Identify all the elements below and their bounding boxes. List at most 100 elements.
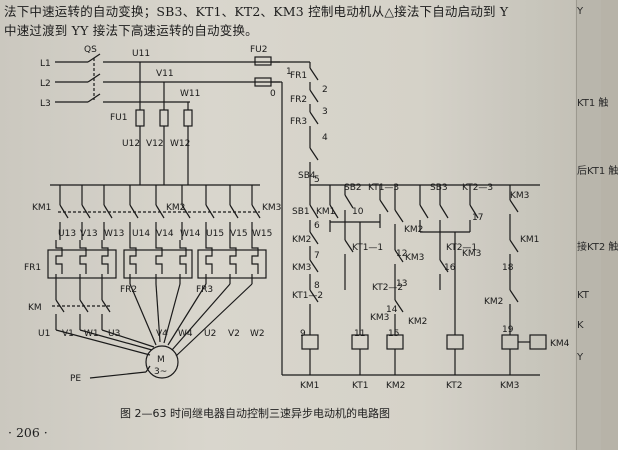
label-W11: W11 [180, 89, 200, 99]
label-KT2-2: KT2—2 [372, 283, 403, 293]
label-U11: U11 [132, 49, 150, 59]
label-motor-M: M [157, 355, 165, 365]
label-n15: 15 [388, 329, 399, 339]
label-W12: W12 [170, 139, 190, 149]
label-KM2a: KM2 [292, 235, 311, 245]
adjacent-page-edge [576, 0, 601, 450]
label-KT2-3: KT2—3 [462, 183, 493, 193]
side-text-1: Y [577, 6, 584, 17]
label-W2: W2 [250, 329, 265, 339]
label-U15: U15 [206, 229, 224, 239]
label-KM2d: KM2 [484, 297, 503, 307]
label-V15: V15 [230, 229, 248, 239]
label-V12: V12 [146, 139, 164, 149]
label-n3: 3 [322, 107, 328, 117]
label-FR2-main: FR2 [120, 285, 137, 295]
circuit-diagram: L1 L2 L3 QS U11 V11 W11 FU1 FU2 U12 V12 … [24, 45, 570, 391]
label-0: 0 [270, 89, 276, 99]
label-QS: QS [84, 45, 97, 55]
label-n11: 11 [354, 329, 365, 339]
label-n9: 9 [300, 329, 306, 339]
label-KT2-1: KT2—1 [446, 243, 477, 253]
label-U13: U13 [58, 229, 76, 239]
label-KM-left: KM [28, 303, 42, 313]
label-FR3-main: FR3 [196, 285, 213, 295]
label-n7: 7 [314, 251, 320, 261]
label-n12: 12 [396, 249, 407, 259]
label-n4: 4 [322, 133, 328, 143]
label-V11: V11 [156, 69, 174, 79]
label-KM1a: KM1 [316, 207, 335, 217]
label-V13: V13 [80, 229, 98, 239]
label-KT1-2: KT1—2 [292, 291, 323, 301]
label-V1: V1 [62, 329, 74, 339]
label-KM1b: KM1 [520, 235, 539, 245]
label-n6: 6 [314, 221, 320, 231]
intro-line-1: 法下中速运转的自动变换；SB3、KT1、KT2、KM3 控制电动机从△接法下自动… [4, 4, 509, 19]
label-n14: 14 [386, 305, 398, 315]
label-KM3-top: KM3 [510, 191, 529, 201]
label-W13: W13 [104, 229, 124, 239]
label-KM1-main: KM1 [32, 203, 51, 213]
side-text-6: K [577, 320, 584, 331]
label-FR2-control: FR2 [290, 95, 307, 105]
label-FU2: FU2 [250, 45, 268, 55]
label-KM3d: KM3 [462, 249, 481, 259]
label-W15: W15 [252, 229, 272, 239]
label-KM3a: KM3 [292, 263, 311, 273]
label-KM2c: KM2 [408, 317, 427, 327]
label-U3: U3 [108, 329, 120, 339]
figure-caption: 图 2—63 时间继电器自动控制三速异步电动机的电路图 [120, 407, 390, 420]
label-U12: U12 [122, 139, 140, 149]
label-n5: 5 [314, 175, 320, 185]
label-KM3-main: KM3 [262, 203, 281, 213]
label-FR1-control: FR1 [290, 71, 307, 81]
label-SB4: SB4 [298, 171, 316, 181]
label-1: 1 [286, 67, 292, 77]
label-KM2-main: KM2 [166, 203, 185, 213]
coil-label-KT1: KT1 [352, 381, 368, 391]
label-KM2b: KM2 [404, 225, 423, 235]
label-L1: L1 [40, 59, 51, 69]
label-SB2: SB2 [344, 183, 362, 193]
side-text-5: KT [577, 290, 589, 301]
label-L3: L3 [40, 99, 51, 109]
coil-label-KM3: KM3 [500, 381, 519, 391]
coil-label-KM1: KM1 [300, 381, 319, 391]
coil-label-KM2: KM2 [386, 381, 405, 391]
coil-label-KT2: KT2 [446, 381, 462, 391]
label-U2: U2 [204, 329, 216, 339]
label-n16: 16 [444, 263, 456, 273]
label-n2: 2 [322, 85, 328, 95]
label-V4: V4 [156, 329, 168, 339]
label-U1: U1 [38, 329, 50, 339]
label-n17: 17 [472, 213, 483, 223]
label-KT1-3: KT1—3 [368, 183, 399, 193]
page-number: · 206 · [8, 425, 48, 440]
label-SB1: SB1 [292, 207, 310, 217]
intro-line-2: 中速过渡到 YY 接法下高速运转的自动变换。 [4, 23, 258, 38]
label-W4: W4 [178, 329, 193, 339]
label-KM3b: KM3 [405, 253, 424, 263]
side-text-4: 接KT2 触 [577, 242, 618, 253]
label-V2: V2 [228, 329, 240, 339]
label-PE: PE [70, 374, 81, 384]
label-KM3c: KM3 [370, 313, 389, 323]
label-V14: V14 [156, 229, 174, 239]
label-FU1: FU1 [110, 113, 128, 123]
label-U14: U14 [132, 229, 150, 239]
label-KT1-1: KT1—1 [352, 243, 383, 253]
label-FR1-main: FR1 [24, 263, 41, 273]
side-text-2: KT1 触 [577, 98, 609, 109]
label-motor-3: 3~ [154, 367, 167, 377]
label-W14: W14 [180, 229, 201, 239]
label-n13: 13 [396, 279, 407, 289]
label-FR3-control: FR3 [290, 117, 307, 127]
label-n8: 8 [314, 281, 320, 291]
label-n18: 18 [502, 263, 514, 273]
label-SB3: SB3 [430, 183, 448, 193]
label-L2: L2 [40, 79, 51, 89]
label-n19: 19 [502, 325, 514, 335]
label-n10: 10 [352, 207, 364, 217]
